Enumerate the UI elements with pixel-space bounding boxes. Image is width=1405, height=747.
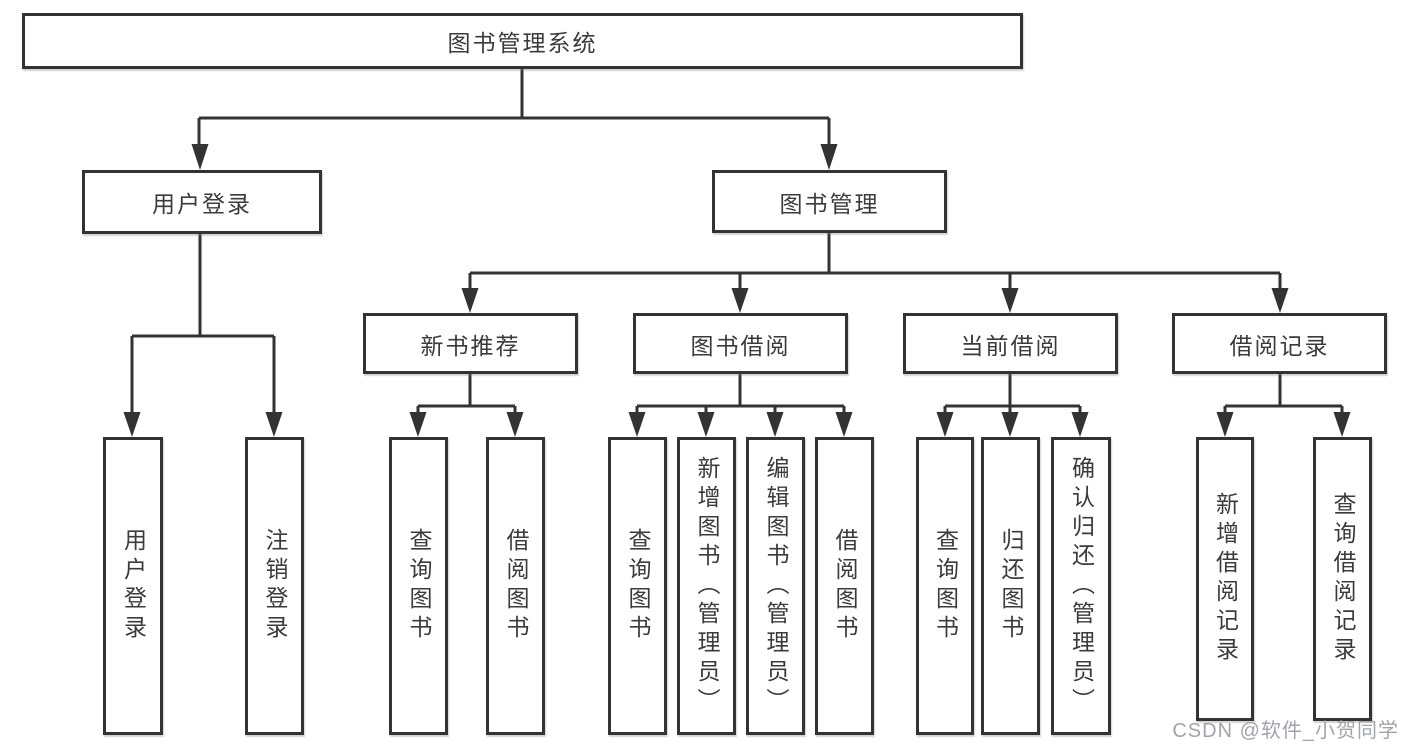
leaf-logout: 注销登录 [245,437,304,735]
node-system-root: 图书管理系统 [22,13,1023,69]
node-new-book-recommendation: 新书推荐 [363,313,578,374]
leaf-recommend-borrow-books: 借阅图书 [486,437,545,735]
node-borrowing-records: 借阅记录 [1172,313,1387,374]
leaf-borrowing-query-books: 查询图书 [608,437,667,735]
csdn-watermark: CSDN @软件_小贺同学 [1172,720,1399,742]
leaf-return-books: 归还图书 [981,437,1040,735]
leaf-borrow-books: 借阅图书 [815,437,874,735]
node-user-login-branch: 用户登录 [82,170,322,234]
leaf-recommend-query-books: 查询图书 [389,437,448,735]
node-book-borrowing: 图书借阅 [633,313,848,374]
node-book-management-branch: 图书管理 [712,170,947,233]
leaf-query-borrow-record: 查询借阅记录 [1313,437,1372,721]
leaf-edit-book-admin: 编辑图书（管理员） [746,437,805,735]
leaf-add-borrow-record: 新增借阅记录 [1196,437,1254,721]
leaf-current-query-books: 查询图书 [916,437,974,735]
arrowheads [123,144,1351,437]
leaf-user-login: 用户登录 [103,437,163,735]
tree-edges [130,68,1344,414]
node-current-borrowing: 当前借阅 [903,313,1118,374]
leaf-add-book-admin: 新增图书（管理员） [677,437,736,735]
leaf-confirm-return-admin: 确认归还（管理员） [1051,437,1111,735]
